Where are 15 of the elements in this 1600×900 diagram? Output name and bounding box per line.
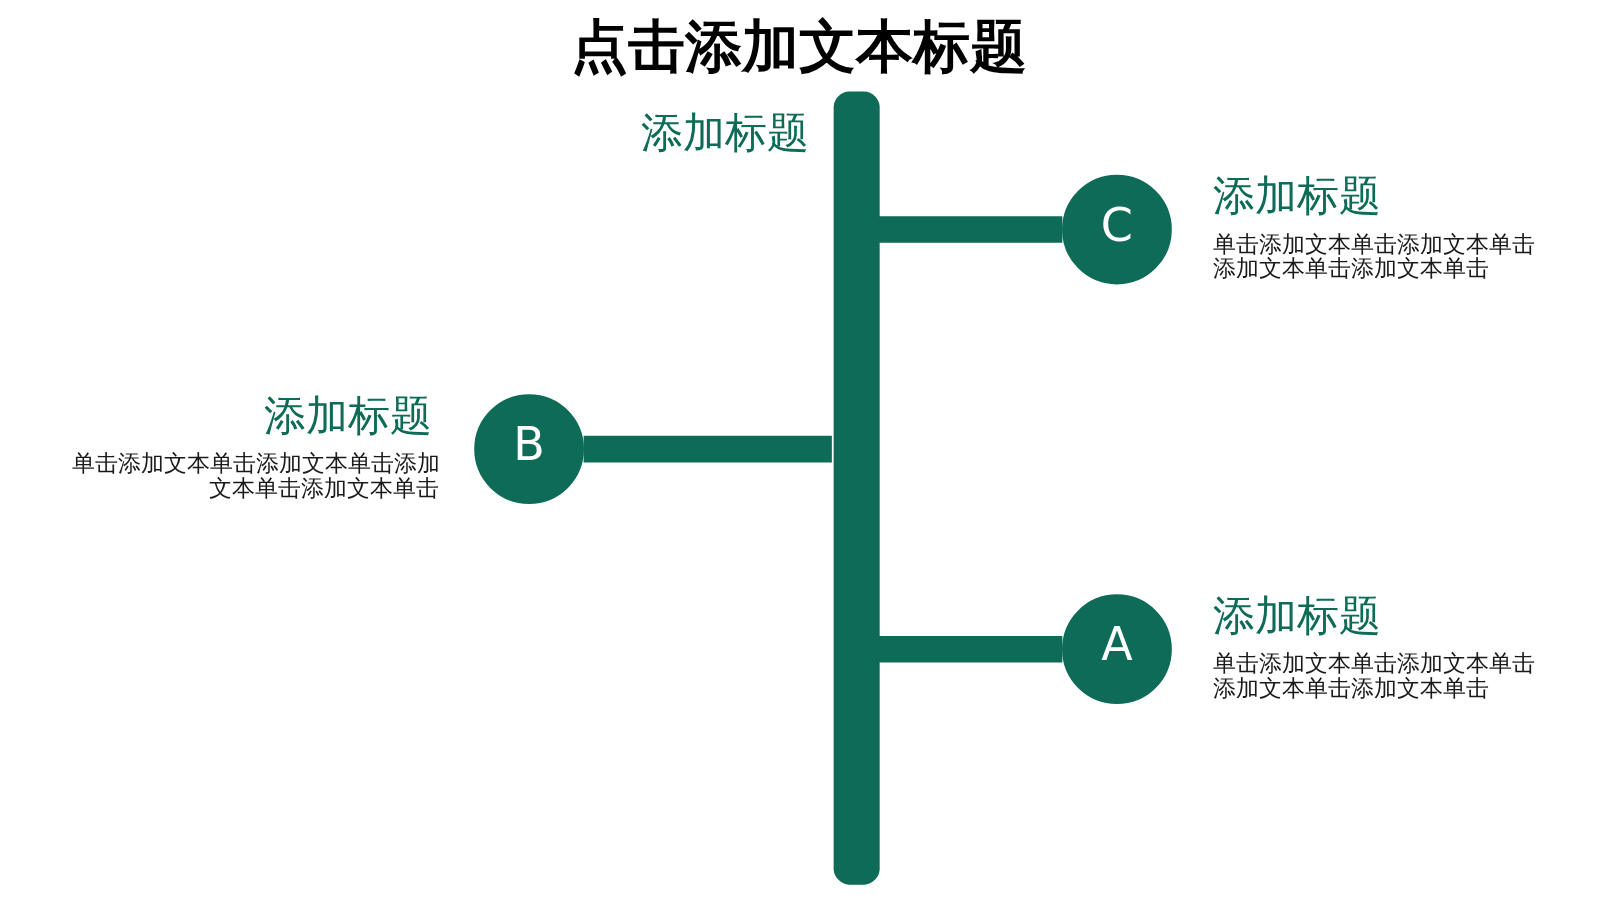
node-label: 添加标题	[1212, 171, 1381, 221]
node-label: 单击添加文本单击添加文本单击添加文本单击添加文本单击	[1212, 230, 1535, 282]
connector	[878, 635, 1063, 663]
node-circle: A	[1062, 594, 1172, 705]
node-label: 添加标题	[1212, 591, 1381, 641]
connector	[878, 216, 1063, 243]
node-label: 单击添加文本单击添加文本单击添加文本单击添加文本单击	[72, 450, 441, 501]
node-box	[833, 91, 880, 885]
connector	[583, 435, 832, 463]
node-label: 添加标题	[640, 107, 809, 157]
node-label: 添加标题	[263, 390, 432, 440]
node-label: 单击添加文本单击添加文本单击添加文本单击添加文本单击	[1212, 650, 1535, 701]
diagram-title: 点击添加文本标题	[570, 12, 1027, 79]
node-circle: B	[474, 394, 584, 504]
node-circle: C	[1062, 174, 1172, 285]
